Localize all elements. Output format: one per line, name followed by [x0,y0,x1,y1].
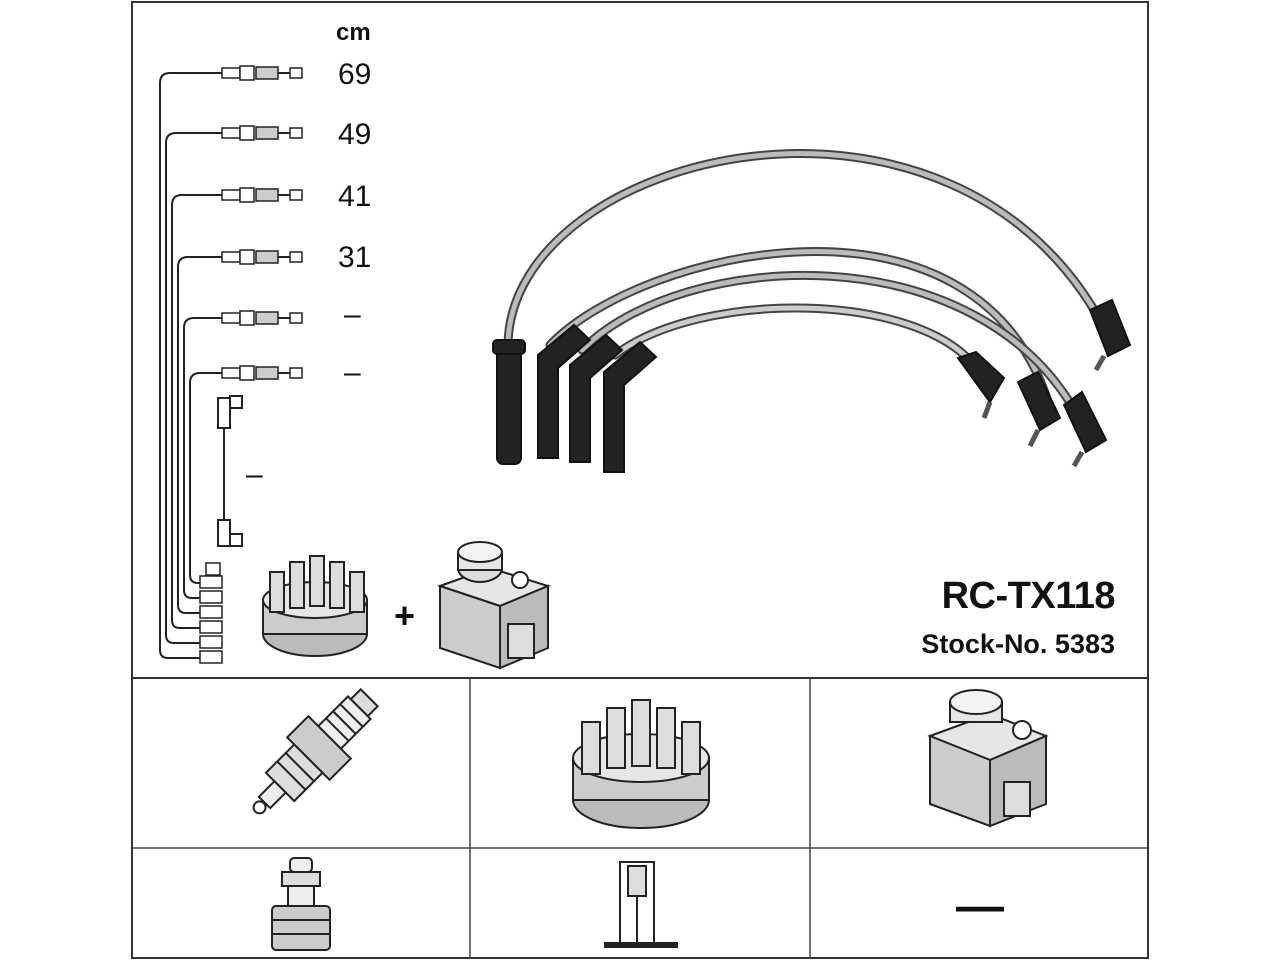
wire-length-label: 49 [338,118,371,151]
ignition-wire [577,270,1085,425]
spark-plug-boot-icon [537,323,592,459]
stock-number: Stock-No. 5383 [921,629,1115,659]
spark-plug-boot-icon [569,333,624,463]
wire-length-list: 69 49 41 31 [159,58,371,664]
wire-length-label: – [344,298,361,331]
wire-length-label: – [344,356,361,389]
wire-row: 49 [165,118,371,644]
ignition-wire-set-illustration [492,149,1132,473]
wire-row: – [189,356,361,584]
coil-lead-length-label: – [246,458,263,491]
distributor-terminal-icon [604,861,678,948]
ignition-coil-icon [436,541,551,670]
ignition-coil-icon [927,689,1049,828]
wire-row: 31 [177,241,371,614]
spark-plug-icon [252,687,380,815]
wire-length-label: 41 [338,180,371,213]
outer-border [131,1,1149,959]
distributor-boot-icon [1062,390,1108,468]
ignition-wire [610,303,983,375]
spark-plug-boot-icon [603,340,658,473]
coil-terminal-none-label: — [956,880,1004,933]
model-number: RC-TX118 [942,575,1115,617]
terminal-stack-icon [199,562,223,664]
wire-length-label: 69 [338,58,371,91]
spark-plug-boot-icon [492,339,526,465]
distributor-cap-icon [262,555,368,657]
plug-terminal-icon [271,857,331,951]
distributor-cap-icon [572,699,710,829]
wire-row: 41 [171,180,371,629]
distributor-boot-icon [1088,298,1132,372]
wire-length-label: 31 [338,241,371,274]
distributor-boot-icon [956,350,1006,419]
coil-lead-icon [217,395,243,547]
wire-row: 69 [159,58,371,659]
length-unit-label: cm [336,19,371,46]
distributor-boot-icon [1016,370,1062,448]
wire-row: – [183,298,361,599]
plus-sign: + [394,595,415,636]
